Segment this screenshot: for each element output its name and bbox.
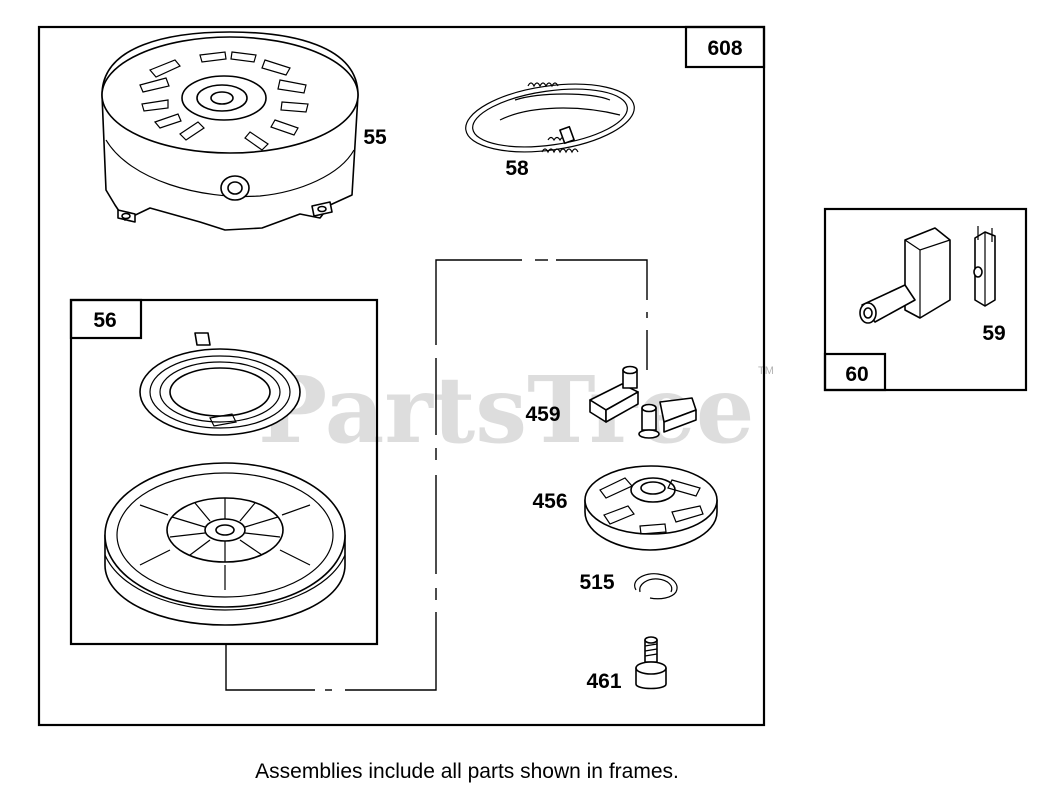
assembly-60-label: 60 xyxy=(845,363,868,386)
assembly-56-label-box xyxy=(69,298,143,340)
leader-lines xyxy=(225,259,648,691)
housing-part-55[interactable]: 55 xyxy=(101,31,387,231)
ring-part-515[interactable]: 515 xyxy=(579,571,678,600)
assembly-608-label-box xyxy=(684,25,766,69)
rope-part-58[interactable]: 58 xyxy=(461,74,638,180)
pulley[interactable] xyxy=(104,462,346,626)
rope-label: 58 xyxy=(505,157,529,180)
assembly-608-label: 608 xyxy=(707,37,742,60)
retainer-part-456[interactable]: 456 xyxy=(532,465,718,551)
assembly-frame-608[interactable]: 608 xyxy=(37,25,766,727)
insert-label: 59 xyxy=(982,322,1005,345)
assembly-60-label-box xyxy=(823,352,887,392)
screw-label: 461 xyxy=(586,670,621,693)
assembly-56-label: 56 xyxy=(93,309,116,332)
housing-label: 55 xyxy=(363,126,387,149)
assembly-frame-56[interactable]: 56 xyxy=(69,298,379,646)
pawl-part-459[interactable]: 459 xyxy=(525,365,697,439)
screw-part-461[interactable]: 461 xyxy=(586,636,667,693)
ring-label: 515 xyxy=(579,571,614,594)
recoil-spring[interactable] xyxy=(139,332,301,436)
retainer-label: 456 xyxy=(532,490,567,513)
insert-part-59[interactable]: 59 xyxy=(973,226,1006,345)
watermark-trademark: TM xyxy=(758,365,774,377)
assembly-frame-60[interactable]: 60 xyxy=(823,207,1028,392)
starter-handle[interactable] xyxy=(859,227,951,324)
caption: Assemblies include all parts shown in fr… xyxy=(255,760,679,783)
pawl-label: 459 xyxy=(525,403,560,426)
